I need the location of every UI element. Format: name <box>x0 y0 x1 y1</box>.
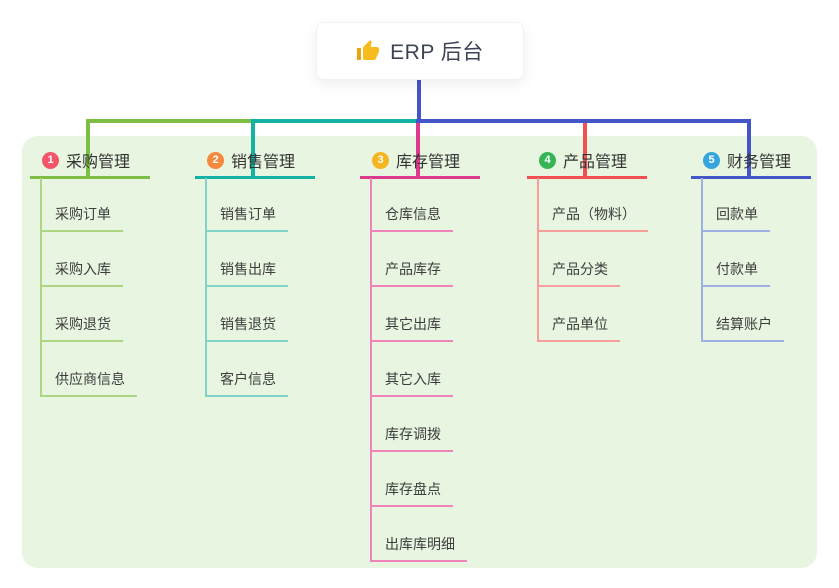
branch-label: 销售管理 <box>231 154 296 171</box>
child-node[interactable]: 库存盘点 <box>370 479 453 507</box>
child-node[interactable]: 销售订单 <box>205 204 288 232</box>
branch-drop-line <box>583 123 587 179</box>
branch-index-badge: 2 <box>207 151 224 169</box>
branch-drop-line <box>251 123 255 179</box>
branch-drop-line <box>86 123 90 179</box>
branch-label: 库存管理 <box>396 154 461 171</box>
root-node[interactable]: ERP 后台 <box>316 22 524 80</box>
child-node[interactable]: 采购退货 <box>40 314 123 342</box>
child-node[interactable]: 结算账户 <box>701 314 784 342</box>
branch-label: 财务管理 <box>727 154 792 171</box>
branch-spine-line <box>205 178 207 397</box>
branch-spine-line <box>40 178 42 397</box>
child-node[interactable]: 其它入库 <box>370 369 453 397</box>
bus-line <box>86 119 251 123</box>
child-node[interactable]: 出库库明细 <box>370 534 467 562</box>
child-node[interactable]: 其它出库 <box>370 314 453 342</box>
branches-panel <box>22 136 817 568</box>
child-node[interactable]: 采购入库 <box>40 259 123 287</box>
child-node[interactable]: 销售出库 <box>205 259 288 287</box>
child-node[interactable]: 付款单 <box>701 259 770 287</box>
root-connector-line <box>417 78 421 119</box>
thumbs-up-icon <box>357 40 380 60</box>
branch-label: 产品管理 <box>563 154 628 171</box>
bus-line <box>251 119 416 123</box>
child-node[interactable]: 产品分类 <box>537 259 620 287</box>
branch-topic[interactable]: 5 财务管理 <box>691 148 811 179</box>
branch-label: 采购管理 <box>66 154 131 171</box>
child-node[interactable]: 回款单 <box>701 204 770 232</box>
branch-spine-line <box>701 178 703 342</box>
child-node[interactable]: 采购订单 <box>40 204 123 232</box>
child-node[interactable]: 产品（物料） <box>537 204 648 232</box>
bus-line <box>416 119 751 123</box>
child-node[interactable]: 销售退货 <box>205 314 288 342</box>
branch-topic[interactable]: 3 库存管理 <box>360 148 480 179</box>
root-title: ERP 后台 <box>390 41 484 64</box>
branch-spine-line <box>537 178 539 342</box>
branch-topic[interactable]: 4 产品管理 <box>527 148 647 179</box>
child-node[interactable]: 供应商信息 <box>40 369 137 397</box>
branch-index-badge: 5 <box>703 151 720 169</box>
branch-index-badge: 1 <box>42 151 59 169</box>
child-node[interactable]: 仓库信息 <box>370 204 453 232</box>
branch-drop-line <box>416 123 420 179</box>
branch-index-badge: 3 <box>372 151 389 169</box>
child-node[interactable]: 产品单位 <box>537 314 620 342</box>
child-node[interactable]: 产品库存 <box>370 259 453 287</box>
branch-drop-line <box>747 123 751 179</box>
branch-topic[interactable]: 2 销售管理 <box>195 148 315 179</box>
branch-index-badge: 4 <box>539 151 556 169</box>
branch-topic[interactable]: 1 采购管理 <box>30 148 150 179</box>
child-node[interactable]: 库存调拨 <box>370 424 453 452</box>
child-node[interactable]: 客户信息 <box>205 369 288 397</box>
branch-spine-line <box>370 178 372 562</box>
